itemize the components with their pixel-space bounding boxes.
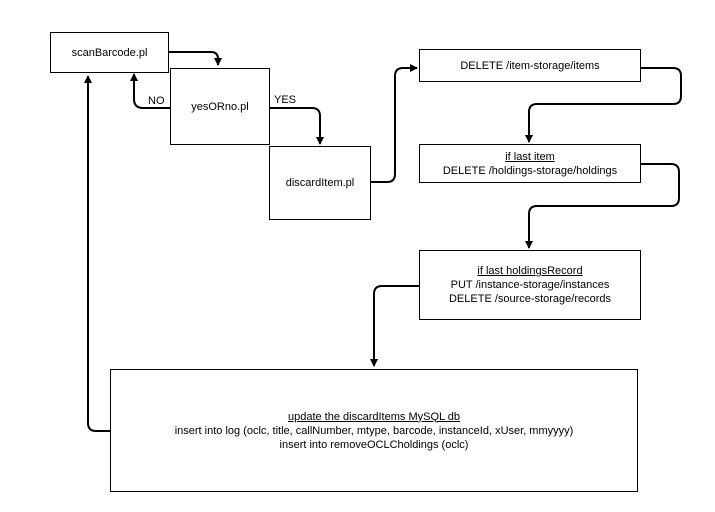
node-update-db-line2: insert into removeOCLCholdings (oclc) (279, 438, 469, 451)
node-instances-records-line1: PUT /instance-storage/instances (450, 279, 610, 291)
edge-instances-to-update-db (370, 285, 419, 367)
node-discard-item: discardItem.pl (269, 146, 371, 220)
node-delete-holdings-label: DELETE /holdings-storage/holdings (442, 164, 618, 177)
node-delete-items-label: DELETE /item-storage/items (460, 59, 600, 72)
node-delete-items: DELETE /item-storage/items (419, 49, 641, 82)
edge-update-db-to-scan (84, 75, 110, 432)
node-delete-holdings-condition: if last item (505, 150, 555, 163)
node-yes-or-no-label: yesORno.pl (191, 100, 249, 113)
node-instances-records-condition: if last holdingsRecord (477, 265, 583, 277)
node-update-db: update the discardItems MySQL db insert … (110, 369, 638, 492)
node-update-db-heading: update the discardItems MySQL db (287, 410, 460, 423)
edge-discard-to-delete-items (371, 64, 418, 183)
edge-yesorno-to-discard-yes (270, 107, 324, 145)
node-update-db-line1: insert into log (oclc, title, callNumber… (174, 424, 574, 437)
edge-label-yes: YES (273, 94, 298, 106)
node-instances-records: if last holdingsRecord PUT /instance-sto… (419, 250, 641, 320)
node-scan-barcode-label: scanBarcode.pl (71, 46, 148, 59)
node-instances-records-line2: DELETE /source-storage/records (448, 293, 611, 305)
edge-scan-to-yesorno (169, 51, 222, 66)
node-delete-holdings: if last item DELETE /holdings-storage/ho… (419, 144, 641, 183)
node-yes-or-no: yesORno.pl (170, 68, 270, 145)
node-scan-barcode: scanBarcode.pl (50, 32, 169, 73)
edge-label-no: NO (147, 95, 166, 107)
node-discard-item-label: discardItem.pl (285, 177, 355, 189)
